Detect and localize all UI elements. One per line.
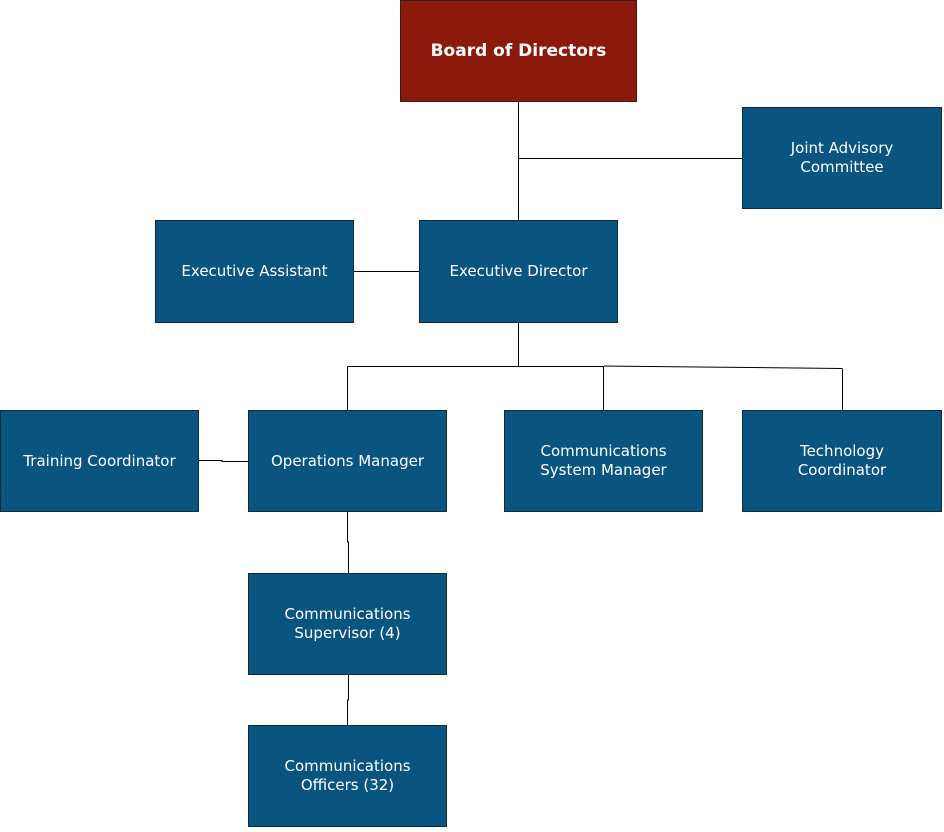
node-training-coordinator-label: Training Coordinator: [23, 451, 176, 470]
node-communications-supervisor[interactable]: Communications Supervisor (4): [248, 573, 447, 675]
connector-ops-supervisor: [347, 512, 349, 573]
node-executive-assistant[interactable]: Executive Assistant: [155, 220, 354, 323]
node-executive-director-label: Executive Director: [449, 262, 588, 280]
node-technology-coordinator-label: Technology Coordinator: [797, 442, 887, 479]
node-board-of-directors-label: Board of Directors: [430, 40, 607, 61]
node-communications-officers-label: Communications Officers (32): [284, 757, 411, 794]
node-executive-director[interactable]: Executive Director: [419, 220, 618, 323]
node-board-of-directors[interactable]: Board of Directors: [400, 0, 637, 102]
connector-training-ops: [199, 460, 248, 462]
connector-supervisor-officers: [347, 675, 349, 725]
node-communications-officers[interactable]: Communications Officers (32): [248, 725, 447, 827]
node-operations-manager-label: Operations Manager: [271, 451, 424, 470]
node-technology-coordinator[interactable]: Technology Coordinator: [742, 410, 942, 512]
node-joint-advisory-committee[interactable]: Joint Advisory Committee: [742, 107, 942, 209]
node-training-coordinator[interactable]: Training Coordinator: [0, 410, 199, 512]
node-operations-manager[interactable]: Operations Manager: [248, 410, 447, 512]
node-communications-system-manager-label: Communications System Manager: [540, 442, 667, 479]
connector-branch-right: [603, 365, 843, 369]
node-executive-assistant-label: Executive Assistant: [181, 262, 328, 280]
node-communications-system-manager[interactable]: Communications System Manager: [504, 410, 703, 512]
node-communications-supervisor-label: Communications Supervisor (4): [284, 605, 411, 642]
node-joint-advisory-committee-label: Joint Advisory Committee: [790, 139, 894, 176]
